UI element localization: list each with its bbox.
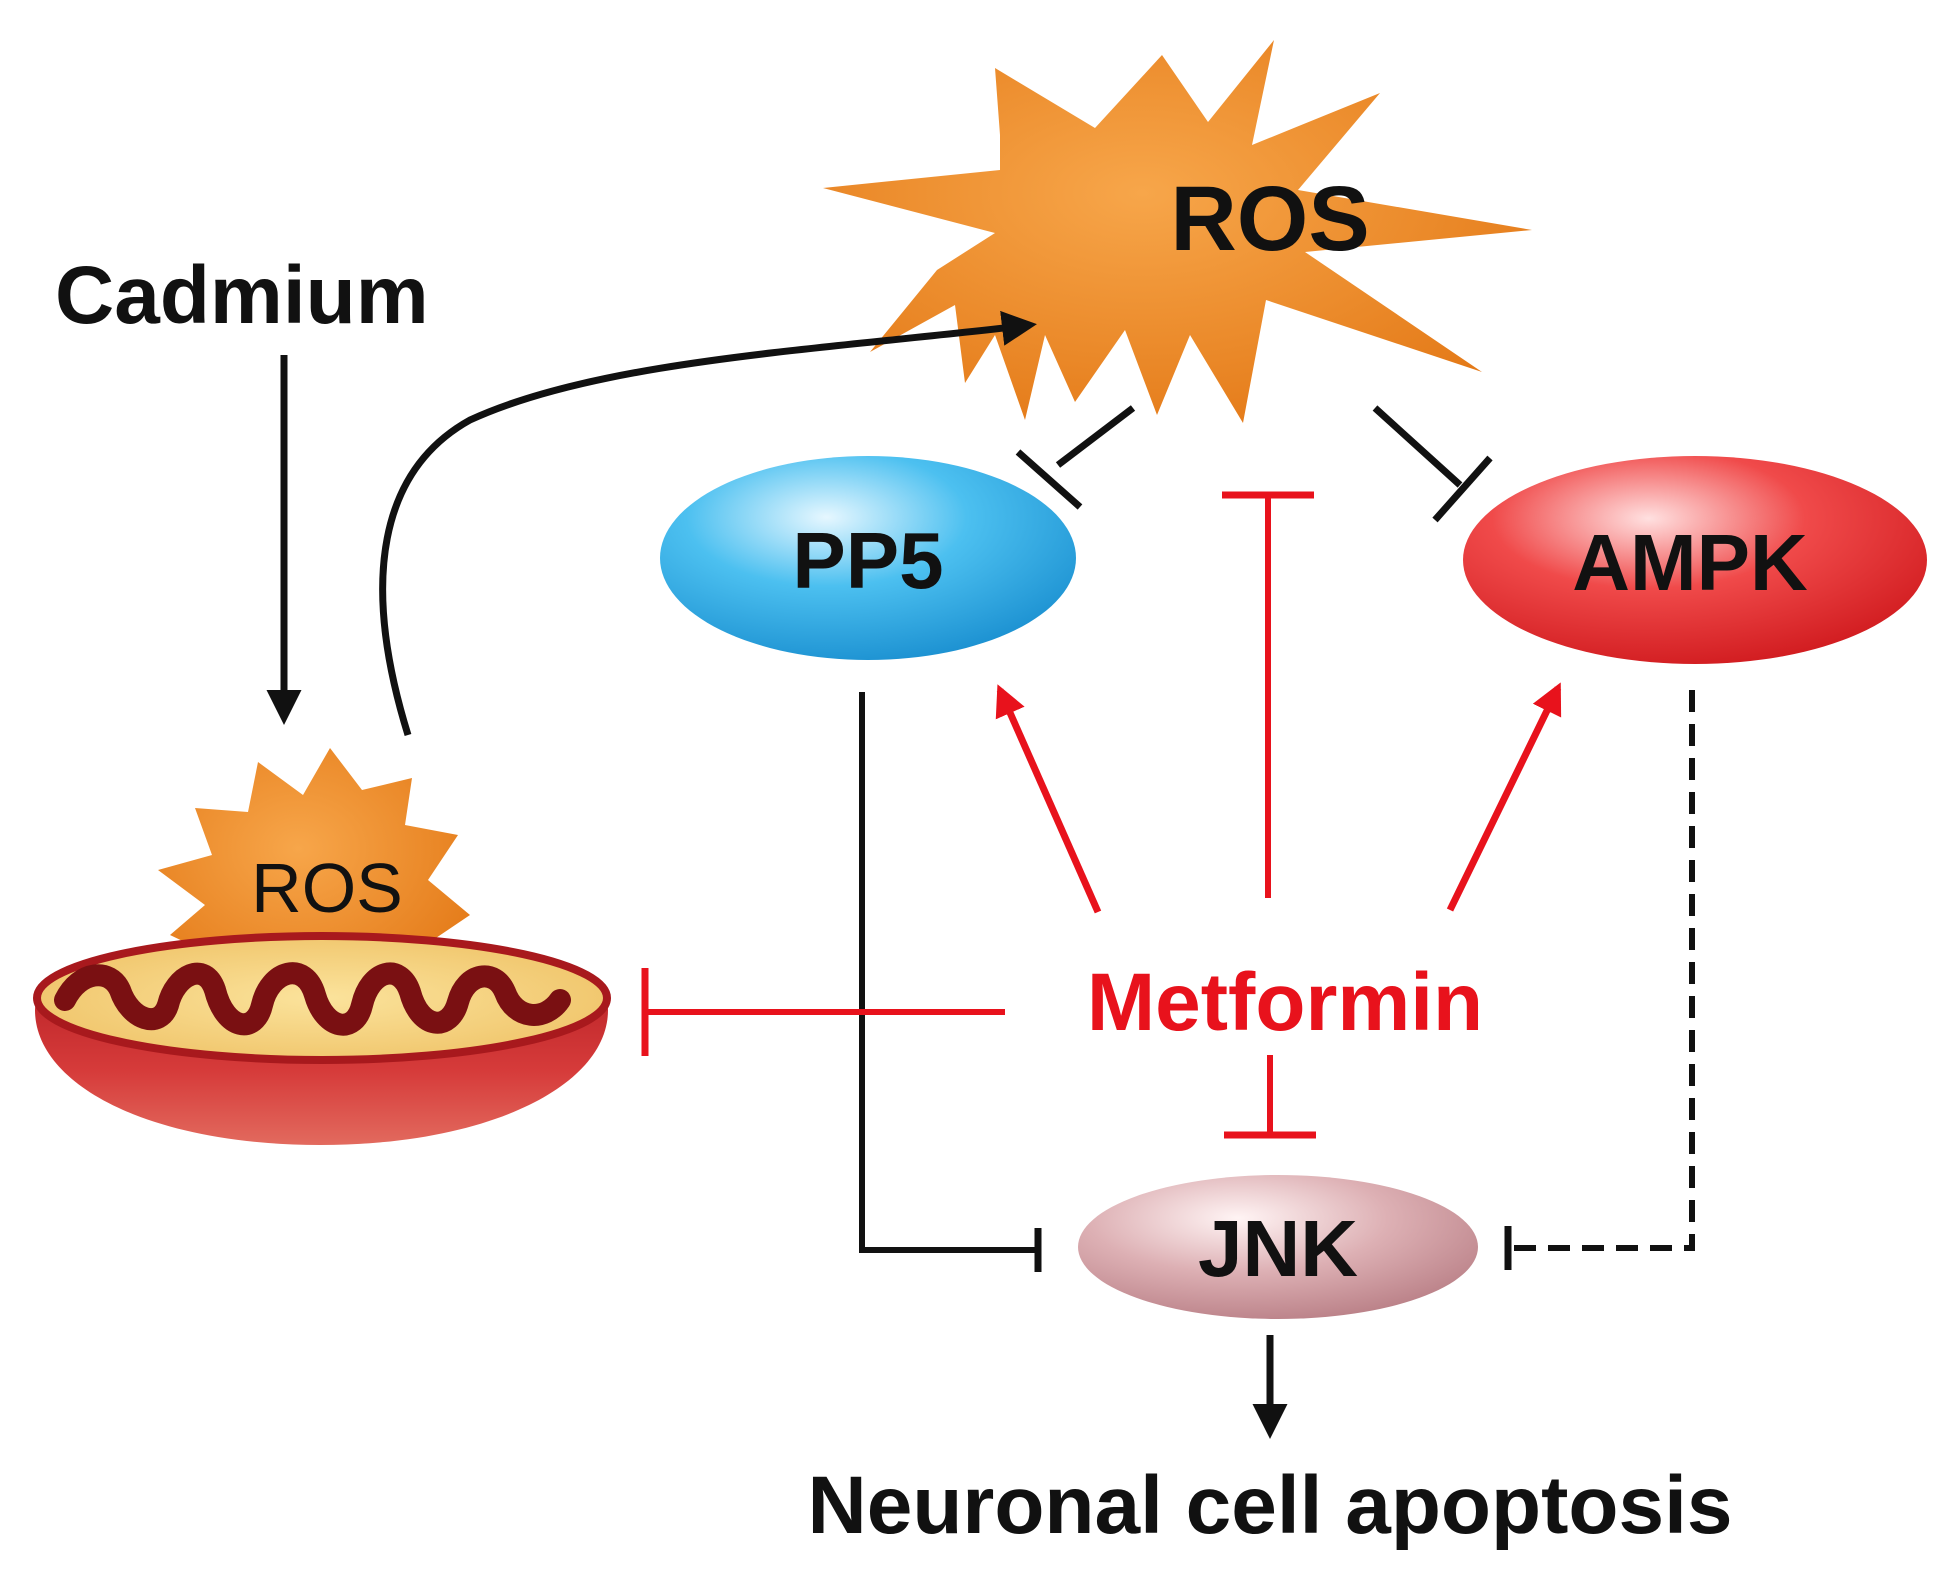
metformin-label: Metformin bbox=[1087, 957, 1483, 1048]
mitochondrion-to-ros-arrow bbox=[379, 310, 1037, 737]
ampk-label: AMPK bbox=[1572, 518, 1808, 607]
metformin-inhibits-ros bbox=[1222, 491, 1314, 898]
pp5-label: PP5 bbox=[792, 516, 943, 605]
metformin-inhibits-mitochondrion bbox=[641, 968, 1005, 1056]
metformin-inhibits-jnk bbox=[1224, 1055, 1316, 1139]
ampk-node: AMPK bbox=[1463, 456, 1927, 664]
cadmium-label: Cadmium bbox=[55, 250, 429, 341]
jnk-ellipse bbox=[1078, 1175, 1478, 1319]
jnk-node: JNK bbox=[1078, 1175, 1478, 1319]
metformin-activates-pp5 bbox=[995, 684, 1102, 914]
apoptosis-label: Neuronal cell apoptosis bbox=[808, 1460, 1733, 1551]
ros-top-node: ROS bbox=[823, 40, 1532, 423]
metformin-activates-ampk bbox=[1446, 682, 1562, 912]
mitochondrion-cristae bbox=[54, 962, 571, 1036]
ros-inhibits-ampk bbox=[1372, 405, 1493, 523]
ros-mito-label: ROS bbox=[251, 849, 403, 927]
pp5-inhibits-jnk bbox=[859, 692, 1042, 1272]
ampk-inhibits-jnk bbox=[1504, 690, 1695, 1270]
pp5-ellipse bbox=[660, 456, 1076, 660]
ros-top-label: ROS bbox=[1170, 168, 1369, 270]
mitochondrion-node: ROS bbox=[33, 748, 611, 1145]
pp5-node: PP5 bbox=[660, 456, 1076, 660]
jnk-label: JNK bbox=[1198, 1204, 1358, 1293]
ros-inhibits-pp5 bbox=[1015, 405, 1136, 510]
ampk-ellipse bbox=[1463, 456, 1927, 664]
